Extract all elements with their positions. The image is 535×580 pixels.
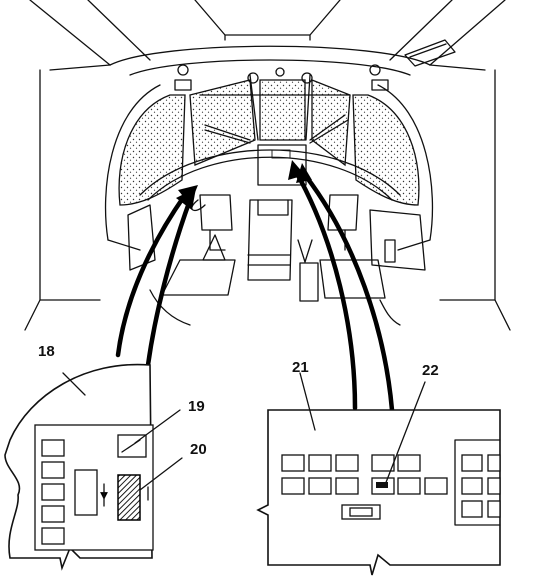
panel-button xyxy=(335,454,359,472)
panel-button xyxy=(397,477,421,495)
callout-21: 21 xyxy=(292,359,309,376)
panel-button xyxy=(41,461,65,479)
panel-button xyxy=(281,477,305,495)
panel-button xyxy=(461,454,483,472)
panel-button xyxy=(424,477,448,495)
panel-button xyxy=(461,500,483,518)
callout-20: 20 xyxy=(190,441,207,458)
panel-button xyxy=(281,454,305,472)
item-20-hatched-switch xyxy=(117,474,141,521)
callout-22: 22 xyxy=(422,362,439,379)
leader-lines xyxy=(62,372,426,491)
panel-button xyxy=(397,454,421,472)
windshield-left xyxy=(189,79,256,166)
panel-button xyxy=(461,477,483,495)
panel-button xyxy=(41,527,65,545)
windshield-center xyxy=(259,79,306,141)
callout-18: 18 xyxy=(38,343,55,360)
panel-button xyxy=(41,505,65,523)
panel-button xyxy=(41,439,65,457)
right-side-window xyxy=(352,94,420,206)
windshield-right xyxy=(311,79,351,167)
panel-button xyxy=(487,477,501,495)
left-side-window xyxy=(118,94,186,206)
panel-button xyxy=(487,454,501,472)
cabin-interior xyxy=(24,0,511,331)
pointer-arrows xyxy=(115,160,395,413)
panel-button xyxy=(308,477,332,495)
panel-button xyxy=(487,500,501,518)
panel-button xyxy=(41,483,65,501)
callout-19: 19 xyxy=(188,398,205,415)
panel-button xyxy=(335,477,359,495)
right-panel-detail xyxy=(256,409,501,576)
left-panel-detail xyxy=(4,363,154,571)
panel-button xyxy=(308,454,332,472)
